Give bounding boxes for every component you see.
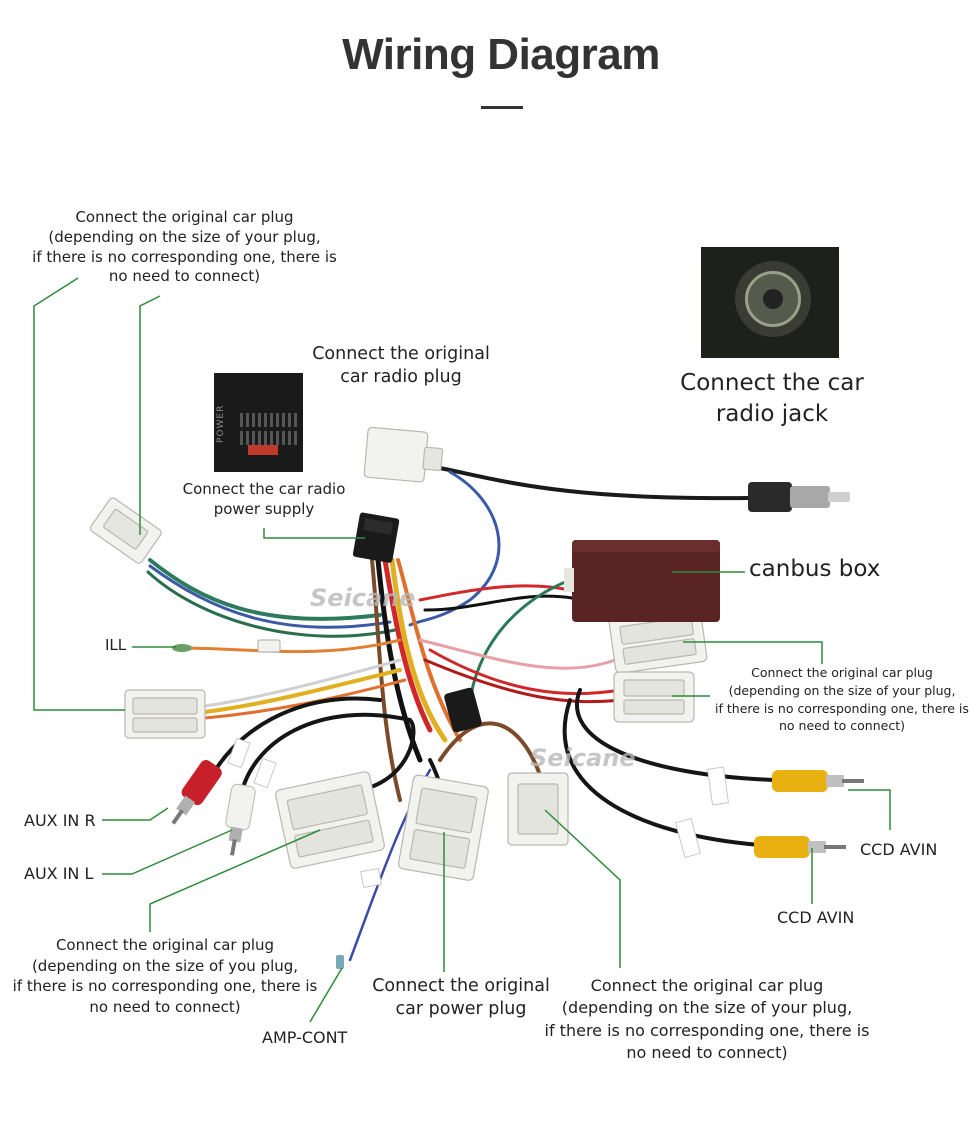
power-socket-label: POWER (216, 404, 226, 443)
ccd-avin-rca-plug-2 (754, 836, 846, 858)
top-left-plug-label: Connect the original car plug (depending… (12, 208, 357, 287)
power-socket-photo: POWER (214, 373, 303, 472)
right-plug-label-line-2: (depending on the size of your plug, (728, 682, 956, 698)
wire-tags (227, 737, 729, 889)
top-left-plug-label-line-1: Connect the original car plug (75, 208, 294, 226)
ccd-avin-label-1: CCD AVIN (860, 840, 938, 859)
canbus-box (564, 540, 720, 622)
right-plug-label-line-1: Connect the original car plug (751, 665, 933, 680)
right-plug-connector-lower (613, 671, 695, 723)
bottom-right-plug-label-line-3: if there is no corresponding one, there … (544, 1020, 870, 1040)
aux-in-l-label: AUX IN L (24, 864, 94, 883)
bottom-left-plug-label-line-3: if there is no corresponding one, there … (12, 977, 318, 996)
leader-power-supply (263, 528, 365, 539)
socket-red-plug (248, 445, 278, 455)
leader-aux-in-r (102, 807, 169, 821)
page-title: Wiring Diagram (342, 30, 660, 79)
canbus-box-label: canbus box (749, 556, 881, 582)
right-plug-label-line-3: if there is no corresponding one, there … (715, 700, 969, 716)
bottom-right-plug-label-line-1: Connect the original car plug (590, 976, 824, 995)
amp-cont-label: AMP-CONT (262, 1028, 348, 1047)
leader-amp-cont (309, 967, 343, 1023)
ferrite-bead (172, 644, 192, 652)
top-left-plug-connector (89, 497, 162, 564)
socket-pin-row-2 (240, 431, 298, 445)
leader-aux-in-l (102, 829, 233, 875)
connectors (89, 426, 708, 881)
bottom-right-plug-label: Connect the original car plug (depending… (530, 975, 884, 1065)
bottom-right-plug-connector (507, 772, 569, 846)
power-supply-label-line-1: Connect the car radio (182, 480, 346, 498)
bottom-left-plug-label-line-1: Connect the original car plug (55, 936, 275, 954)
radio-plug-connector (363, 426, 444, 483)
amp-cont-terminal (336, 955, 344, 969)
leader-ccd-1 (848, 789, 891, 830)
right-plug-label: Connect the original car plug (depending… (702, 664, 980, 735)
small-tag-ill (257, 639, 281, 653)
radio-jack-photo (701, 247, 839, 358)
top-left-plug-label-line-4: no need to connect) (108, 267, 261, 286)
harness-wires (146, 466, 777, 962)
leader-top-left-outer (33, 277, 125, 711)
inline-fuse-holder (444, 687, 482, 733)
ccd-avin-label-2: CCD AVIN (777, 908, 855, 927)
aux-in-r-rca-plug (171, 759, 222, 825)
right-plug-connector-upper (608, 605, 708, 674)
power-supply-label-line-2: power supply (213, 499, 315, 518)
top-left-plug-label-line-2: (depending on the size of your plug, (48, 227, 321, 246)
top-left-plug-label-line-3: if there is no corresponding one, there … (32, 247, 337, 266)
title-underline (481, 106, 523, 109)
bottom-right-plug-label-line-4: no need to connect) (626, 1043, 788, 1063)
ill-label: ILL (105, 636, 127, 654)
watermark-lower: Seicane (530, 744, 636, 772)
bottom-left-plug-connector (275, 771, 385, 869)
bottom-left-plug-label-line-4: no need to connect) (89, 998, 241, 1017)
bottom-right-plug-label-line-2: (depending on the size of your plug, (561, 998, 853, 1018)
bottom-left-plug-label-line-2: (depending on the size of you plug, (31, 956, 299, 975)
antenna-plug (748, 482, 850, 512)
radio-jack-label: Connect the car radio jack (662, 368, 882, 431)
watermark-upper: Seicane (310, 584, 416, 612)
left-plug-connector (124, 689, 206, 739)
leader-bottom-right (544, 809, 621, 968)
socket-pin-row (240, 413, 298, 427)
power-supply-label: Connect the car radio power supply (166, 480, 362, 520)
power-plug-connector (397, 774, 489, 881)
aux-in-r-label: AUX IN R (24, 811, 96, 830)
jack-center (763, 289, 783, 309)
radio-jack-label-line-2: radio jack (715, 401, 829, 428)
leader-right-plug (683, 641, 823, 664)
ccd-avin-rca-plug-1 (772, 770, 864, 792)
radio-jack-label-line-1: Connect the car (680, 370, 864, 396)
leader-lines (33, 277, 891, 1023)
power-plug-label: Connect the original car power plug (356, 975, 566, 1021)
power-plug-label-line-1: Connect the original (372, 976, 550, 996)
radio-plug-label-line-1: Connect the original (312, 344, 490, 364)
leader-top-left-inner (139, 295, 161, 535)
power-plug-label-line-2: car power plug (395, 999, 527, 1020)
leader-bottom-left (149, 829, 321, 932)
aux-in-l-rca-plug (225, 783, 256, 856)
bottom-left-plug-label: Connect the original car plug (depending… (0, 935, 330, 1018)
right-plug-label-line-4: no need to connect) (779, 718, 905, 734)
radio-plug-label: Connect the original car radio plug (296, 343, 506, 389)
power-supply-connector (352, 512, 400, 563)
radio-plug-label-line-2: car radio plug (340, 367, 462, 388)
